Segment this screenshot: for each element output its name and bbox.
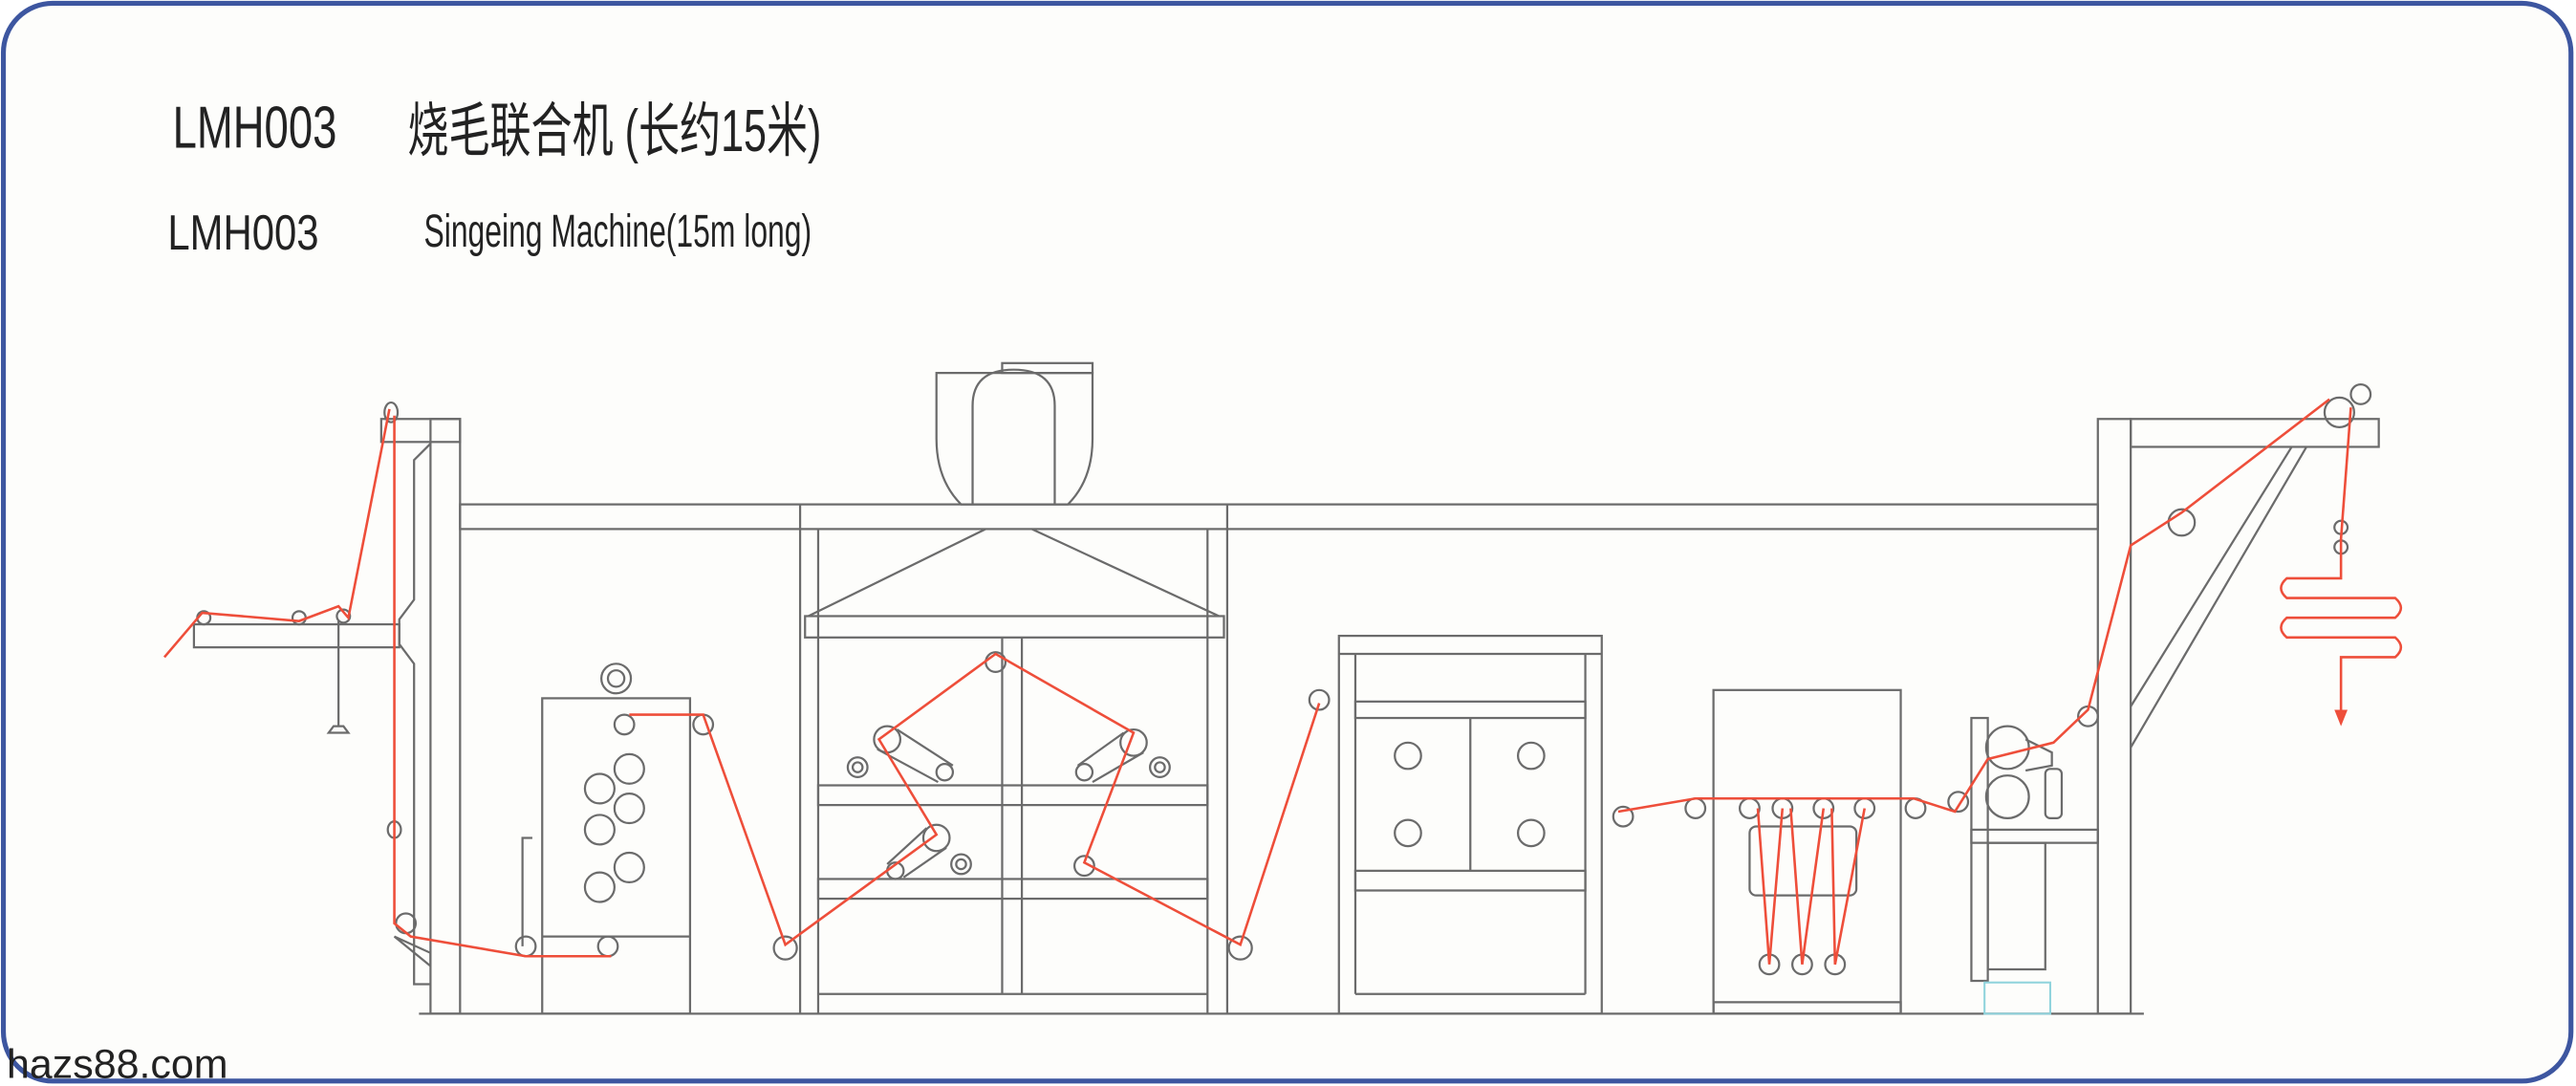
title-model-cn: LMH003 (173, 96, 337, 162)
singeing-chamber (772, 504, 1331, 1014)
entry-unit (192, 401, 462, 1015)
exhaust-hood (935, 361, 1094, 506)
title-name-en: Singeing Machine(15m long) (424, 206, 812, 257)
title-name-cn: 烧毛联合机 (长约15米) (407, 98, 821, 164)
quench-fabric-loops (1756, 808, 1866, 966)
fabric-path (162, 398, 2403, 958)
cooling-unit (1337, 634, 1603, 1015)
watermark: hazs88.com (7, 1041, 228, 1086)
title-model-en: LMH003 (167, 205, 318, 260)
burner-upper-right (1074, 728, 1171, 784)
arrow-down-icon (2334, 709, 2349, 727)
